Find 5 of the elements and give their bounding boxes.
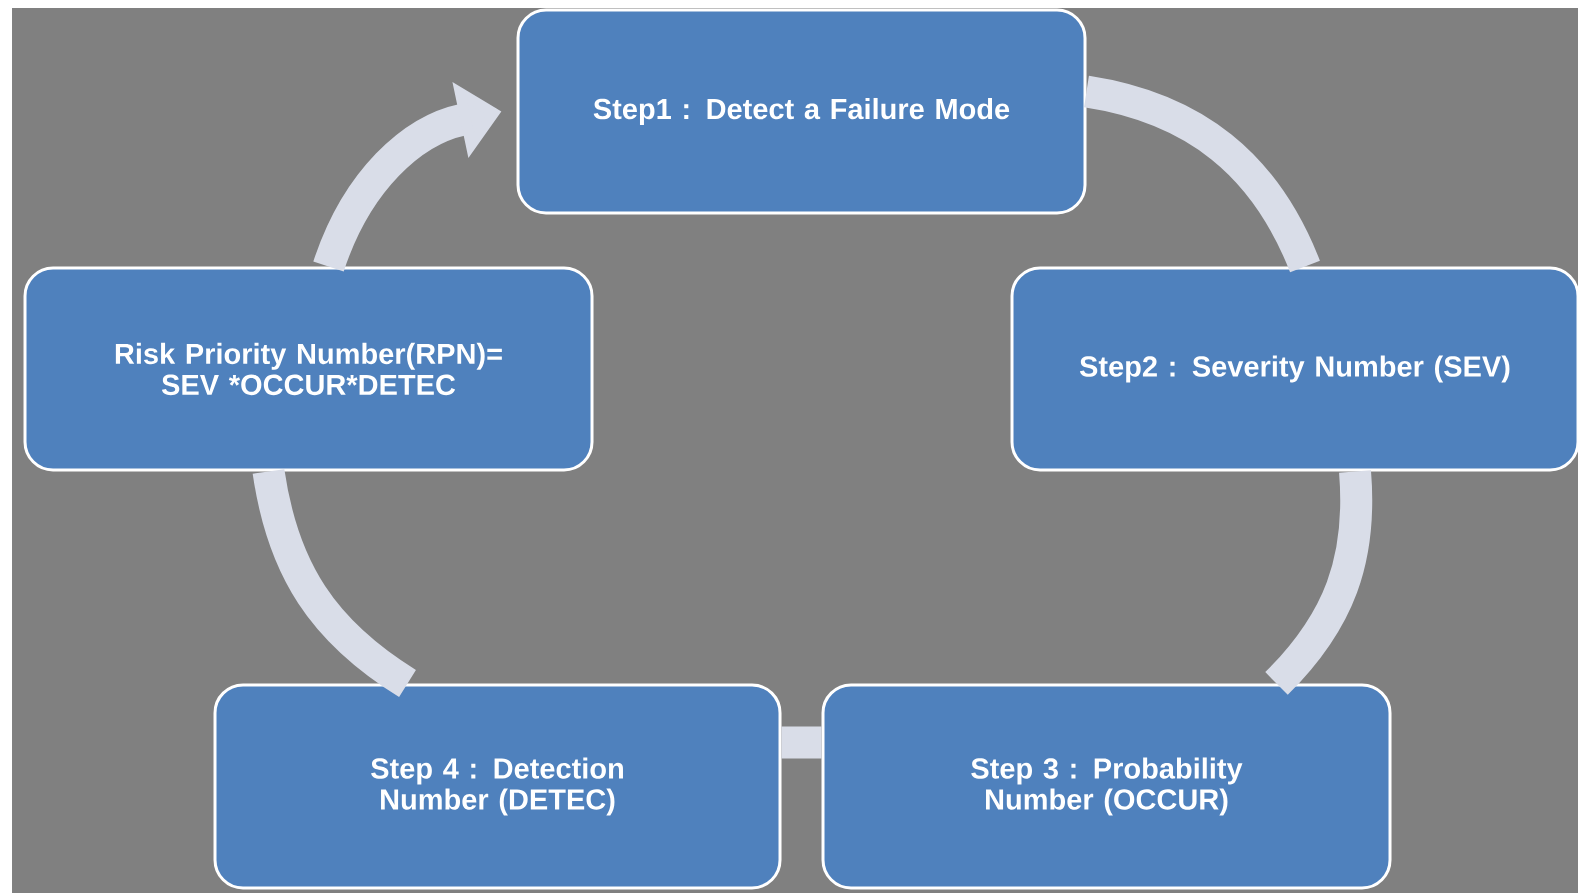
- process-box: Risk Priority Number(RPN)= SEV *OCCUR*DETEC: [23, 266, 594, 472]
- process-box: Step 4 : Detection Number (DETEC): [213, 683, 782, 890]
- process-box: Step1 : Detect a Failure Mode: [516, 8, 1087, 215]
- process-box: Step2 : Severity Number (SEV): [1010, 266, 1578, 472]
- process-box: Step 3 : Probability Number (OCCUR): [821, 683, 1392, 890]
